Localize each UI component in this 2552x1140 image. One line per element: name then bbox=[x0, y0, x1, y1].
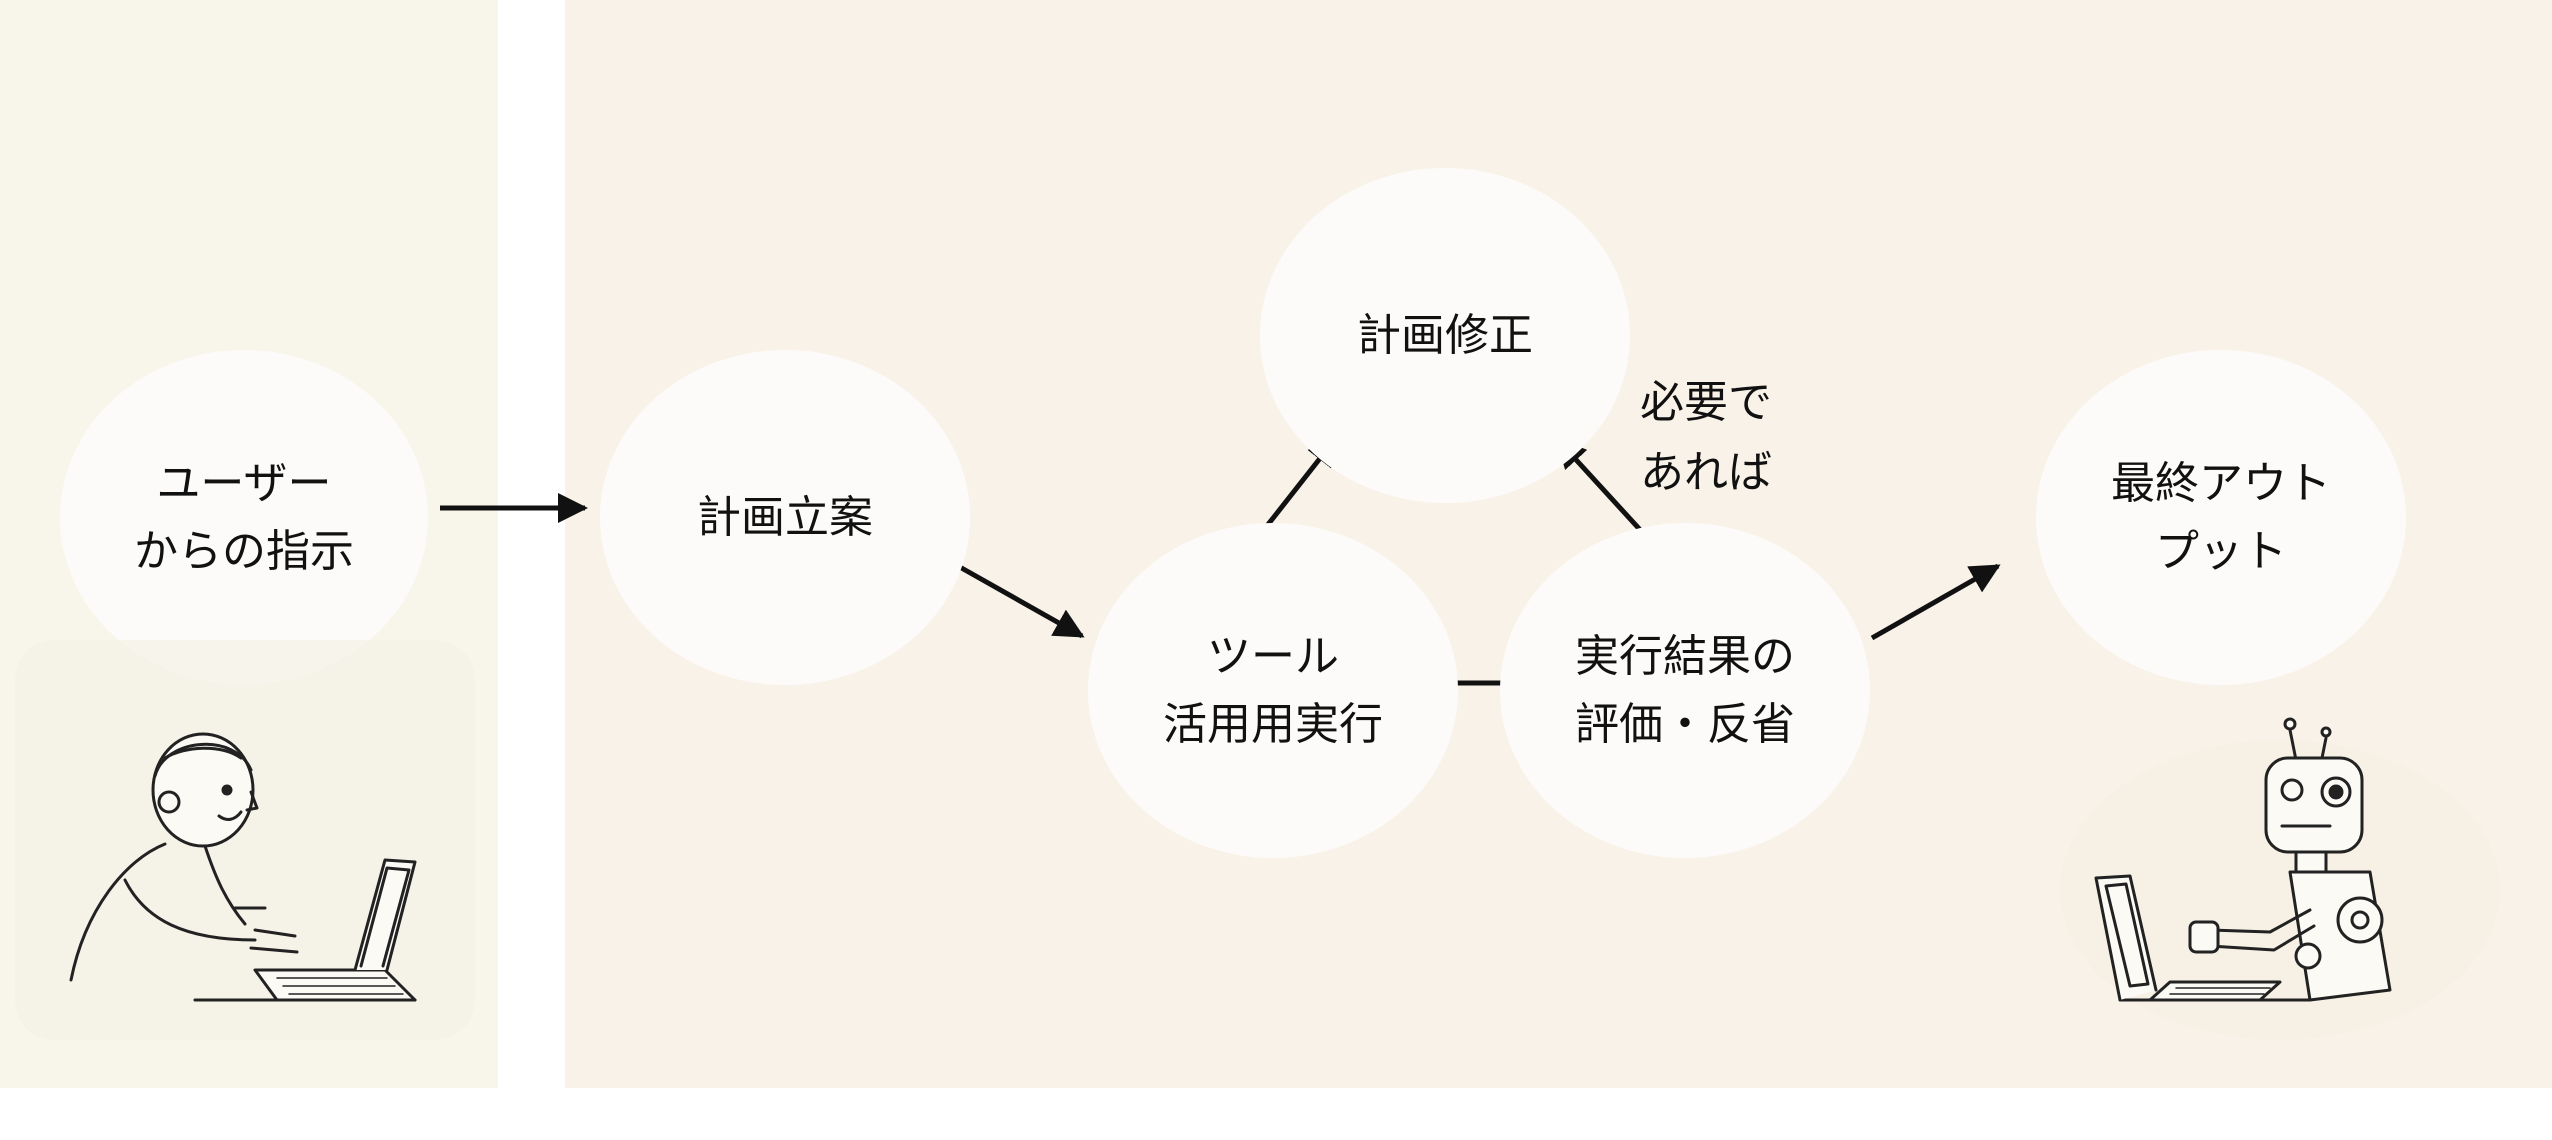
node-final-output-line-1: 最終アウト bbox=[2111, 457, 2331, 509]
arrow-planning-to-tool bbox=[956, 563, 1085, 639]
robot-at-laptop-icon bbox=[2060, 717, 2500, 1040]
edge-label-if-needed-line-2: あれば bbox=[1640, 447, 1772, 498]
node-evaluation-line-1: 実行結果の bbox=[1575, 630, 1795, 682]
node-tool-execution: ツール 活用用実行 bbox=[1088, 523, 1458, 858]
node-final-output: 最終アウト プット bbox=[2036, 350, 2406, 685]
edge-label-if-needed-line-1: 必要で bbox=[1640, 377, 1772, 428]
node-final-output-line-2: プット bbox=[2155, 525, 2287, 577]
node-user-instruction: ユーザー からの指示 bbox=[60, 350, 428, 685]
node-user-instruction-line-2: からの指示 bbox=[134, 525, 354, 577]
node-plan-revision: 計画修正 bbox=[1260, 168, 1630, 503]
node-evaluation-line-2: 評価・反省 bbox=[1575, 698, 1795, 750]
node-plan-revision-label: 計画修正 bbox=[1357, 309, 1533, 361]
node-user-instruction-line-1: ユーザー bbox=[156, 457, 332, 509]
node-tool-execution-line-2: 活用用実行 bbox=[1163, 698, 1383, 750]
edge-label-if-needed: 必要で あれば bbox=[1640, 368, 1772, 508]
node-planning-label: 計画立案 bbox=[697, 491, 873, 543]
node-tool-execution-line-1: ツール bbox=[1207, 630, 1339, 682]
arrow-evaluation-to-output bbox=[1870, 563, 2001, 641]
node-evaluation: 実行結果の 評価・反省 bbox=[1500, 523, 1870, 858]
person-at-laptop-icon bbox=[15, 640, 475, 1040]
node-planning: 計画立案 bbox=[600, 350, 970, 685]
